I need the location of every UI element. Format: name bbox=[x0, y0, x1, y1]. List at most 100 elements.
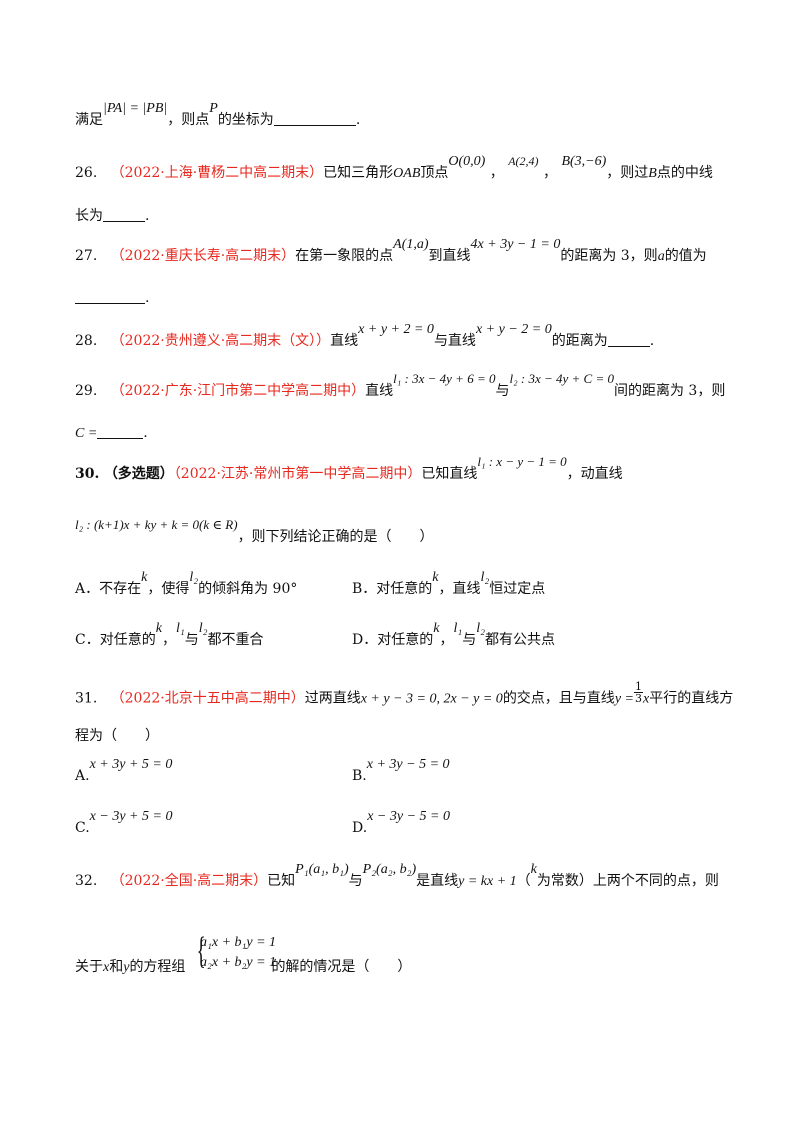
text: ，动直线 bbox=[566, 466, 623, 482]
text: 都有公共点 bbox=[484, 632, 555, 648]
text: 是直线 bbox=[416, 873, 459, 889]
option-a[interactable]: A．不存在k，使得l₂的倾斜角为 90° bbox=[75, 570, 298, 600]
math-line: 4x + 3y − 1 = 0 bbox=[470, 237, 561, 252]
math-var: l₂ bbox=[198, 621, 208, 636]
text: ，直线 bbox=[438, 581, 481, 597]
question-27: 27. （2022·重庆长寿·高二期末）在第一象限的点A(1,a)到直线4x +… bbox=[75, 237, 707, 267]
text: 都不重合 bbox=[207, 632, 264, 648]
math-var: l₂ bbox=[480, 570, 490, 585]
text: . bbox=[143, 425, 148, 441]
question-29: 29. （2022·广东·江门市第二中学高二期中）直线l₁ : 3x − 4y … bbox=[75, 371, 726, 401]
text: 的坐标为 bbox=[217, 112, 274, 128]
question-source: （2022·贵州遵义·高二期末（文）） bbox=[110, 333, 331, 349]
math-line: l₂ : 3x − 4y + C = 0 bbox=[509, 371, 614, 386]
question-30-line2: l₂ : (k+1)x + ky + k = 0(k ∈ R)，则下列结论正确的… bbox=[75, 517, 434, 547]
question-27-line2: . bbox=[75, 288, 149, 308]
math-var: k bbox=[433, 621, 440, 636]
question-source: （2022·重庆长寿·高二期末） bbox=[110, 248, 296, 264]
text: 点的中线 bbox=[656, 165, 713, 181]
math-line: x − 3y + 5 = 0 bbox=[89, 809, 173, 824]
math-line: l₁ : x − y − 1 = 0 bbox=[477, 454, 567, 469]
math-var: C = bbox=[75, 426, 98, 441]
math-var: OAB bbox=[393, 166, 421, 181]
question-28: 28. （2022·贵州遵义·高二期末（文））直线x + y + 2 = 0与直… bbox=[75, 322, 654, 352]
math-var: B bbox=[648, 166, 657, 181]
question-31: 31. （2022·北京十五中高二期中）过两直线x + y − 3 = 0, 2… bbox=[75, 681, 733, 710]
text: ， bbox=[161, 632, 176, 648]
text: （ bbox=[516, 873, 531, 889]
text: 顶点 bbox=[420, 165, 449, 181]
text: 的解的情况是（ ） bbox=[271, 959, 412, 975]
math-line: l₂ : (k+1)x + ky + k = 0(k ∈ R) bbox=[75, 517, 238, 532]
math-point: B(3,−6) bbox=[561, 154, 607, 169]
text: 的值为 bbox=[664, 248, 707, 264]
text: 的倾斜角为 90° bbox=[198, 581, 298, 597]
text: 与 bbox=[462, 632, 477, 648]
question-31-line2: 程为（ ） bbox=[75, 726, 159, 746]
text: 与 bbox=[348, 873, 363, 889]
question-26-line2: 长为. bbox=[75, 206, 149, 226]
option-label: B. bbox=[352, 768, 367, 784]
math-var: P bbox=[209, 101, 218, 116]
math-var: l₂ bbox=[189, 570, 199, 585]
option-label: D. bbox=[352, 820, 368, 836]
math-var: l₂ bbox=[476, 621, 485, 636]
text: 的距离为 bbox=[551, 333, 608, 349]
text: 到直线 bbox=[428, 248, 471, 264]
option-label: D．对任意的 bbox=[352, 632, 434, 648]
math-point: P₁(a₁, b₁) bbox=[295, 862, 349, 877]
text: ， bbox=[439, 632, 454, 648]
question-30: 30. （多选题）（2022·江苏·常州市第一中学高二期中）已知直线l₁ : x… bbox=[75, 454, 623, 484]
question-source: （2022·全国·高二期末） bbox=[110, 873, 268, 889]
text: . bbox=[355, 112, 361, 128]
math-var: k bbox=[432, 570, 439, 585]
answer-blank[interactable] bbox=[607, 332, 650, 347]
equation-1: a₁x + b₁y = 1 bbox=[200, 935, 277, 950]
math-point: A(1,a) bbox=[393, 237, 429, 252]
question-number: 29. bbox=[75, 383, 98, 399]
math-var: k bbox=[155, 621, 162, 636]
question-32-line2: 关于x和y的方程组的解的情况是（ ） bbox=[75, 957, 411, 978]
math-point: A(2,4) bbox=[508, 154, 539, 168]
option-c[interactable]: C．对任意的k，l₁与l₂都不重合 bbox=[75, 621, 264, 651]
math-line: y = kx + 1 bbox=[458, 874, 517, 889]
math-line: x − 3y − 5 = 0 bbox=[367, 809, 450, 824]
option-c[interactable]: C.x − 3y + 5 = 0 bbox=[75, 809, 172, 839]
option-label: C. bbox=[75, 820, 90, 836]
question-source: （2022·广东·江门市第二中学高二期中） bbox=[110, 383, 366, 399]
text: 直线 bbox=[330, 333, 359, 349]
option-a[interactable]: A.x + 3y + 5 = 0 bbox=[75, 757, 172, 787]
math-var: a bbox=[657, 249, 665, 264]
math-line: l₁ : 3x − 4y + 6 = 0 bbox=[393, 371, 496, 386]
text: 的交点，且与直线 bbox=[502, 690, 615, 707]
fraction-denominator: 3 bbox=[634, 692, 642, 705]
text: 的方程组 bbox=[129, 959, 186, 975]
option-d[interactable]: D．对任意的k，l₁与l₂都有公共点 bbox=[352, 621, 555, 651]
question-source: （2022·上海·曹杨二中高二期末） bbox=[110, 165, 324, 181]
text: 恒过定点 bbox=[489, 581, 546, 597]
answer-blank[interactable] bbox=[97, 424, 144, 439]
fraction-numerator: 1 bbox=[633, 680, 643, 693]
option-b[interactable]: B.x + 3y − 5 = 0 bbox=[352, 757, 450, 787]
text: 在第一象限的点 bbox=[295, 248, 394, 264]
answer-blank[interactable] bbox=[75, 289, 145, 304]
question-source: （2022·江苏·常州市第一中学高二期中） bbox=[173, 466, 422, 482]
text: 直线 bbox=[365, 383, 394, 399]
text: 已知 bbox=[267, 873, 296, 889]
brace: { bbox=[196, 930, 206, 972]
text: 满足 bbox=[75, 112, 103, 128]
text: 与 bbox=[495, 383, 510, 399]
option-b[interactable]: B．对任意的k，直线l₂恒过定点 bbox=[352, 570, 546, 600]
math-var: k bbox=[141, 570, 148, 585]
math-condition: |PA| = |PB| bbox=[103, 101, 168, 116]
option-d[interactable]: D.x − 3y − 5 = 0 bbox=[352, 809, 450, 839]
question-29-line2: C =. bbox=[75, 423, 148, 444]
answer-blank[interactable] bbox=[273, 111, 356, 126]
math-point: P₂(a₂, b₂) bbox=[362, 862, 417, 877]
math-point: O(0,0) bbox=[448, 154, 486, 169]
text: ，则下列结论正确的是（ ） bbox=[237, 529, 434, 545]
answer-blank[interactable] bbox=[103, 207, 145, 222]
math-line: x + y + 2 = 0 bbox=[358, 322, 434, 337]
text: 间的距离为 3，则 bbox=[613, 383, 726, 399]
